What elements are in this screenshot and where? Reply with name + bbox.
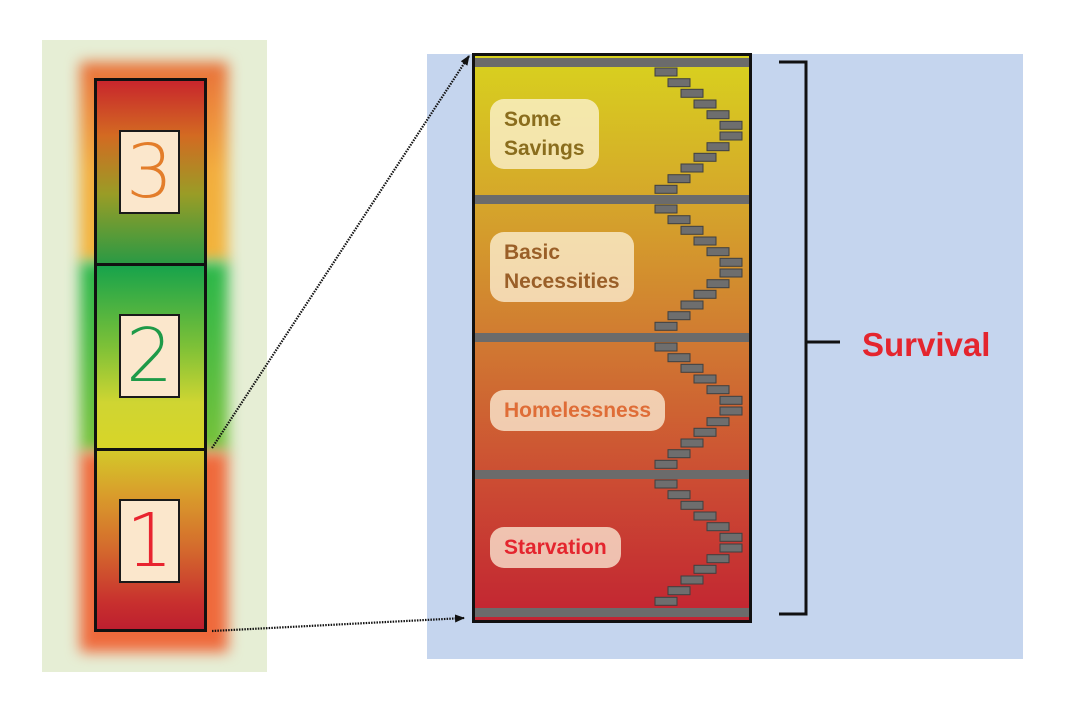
floor-label-line: Necessities xyxy=(504,270,620,293)
stair-step xyxy=(719,257,743,267)
floor-label-line: Starvation xyxy=(504,536,607,559)
floor-divider xyxy=(475,58,749,67)
stair-step xyxy=(680,438,704,448)
stair-step xyxy=(706,522,730,532)
stair-step xyxy=(680,500,704,510)
stair-step xyxy=(654,479,678,489)
zoom-arrow-top xyxy=(211,55,470,449)
floor-label-line: Some xyxy=(504,108,562,131)
stair-step xyxy=(706,417,730,427)
floor-label-basic-necessities: Basic Necessities xyxy=(490,232,634,302)
floor-label-starvation: Starvation xyxy=(490,527,621,568)
stair-step xyxy=(654,596,678,606)
stair-step xyxy=(667,215,691,225)
stair-step xyxy=(667,311,691,321)
stair-step xyxy=(654,321,678,331)
survival-bracket xyxy=(779,60,840,616)
stair-step xyxy=(680,575,704,585)
floor-divider xyxy=(475,470,749,479)
stair-step xyxy=(667,174,691,184)
stair-step xyxy=(693,236,717,246)
stair-step xyxy=(680,88,704,98)
zoom-arrow-bottom xyxy=(211,614,465,633)
stair-step xyxy=(706,247,730,257)
floor-divider xyxy=(475,195,749,204)
floor-label-line: Homelessness xyxy=(504,399,652,422)
floor-label-line: Savings xyxy=(504,137,585,160)
stair-step xyxy=(693,152,717,162)
stair-step xyxy=(654,342,678,352)
stair-step xyxy=(719,543,743,553)
level-2-digit: 2 xyxy=(119,314,180,398)
floor-label-some-savings: Some Savings xyxy=(490,99,599,169)
staircase xyxy=(654,67,743,606)
stair-step xyxy=(693,289,717,299)
stair-step xyxy=(706,385,730,395)
stair-step xyxy=(680,225,704,235)
stair-step xyxy=(693,511,717,521)
stair-step xyxy=(680,363,704,373)
stair-step xyxy=(654,459,678,469)
stair-step xyxy=(706,142,730,152)
stair-step xyxy=(667,353,691,363)
floor-label-homelessness: Homelessness xyxy=(490,390,666,431)
stair-step xyxy=(719,268,743,278)
stair-step xyxy=(654,204,678,214)
level-3-digit: 3 xyxy=(119,130,180,214)
stair-step xyxy=(719,120,743,130)
stair-step xyxy=(667,78,691,88)
survival-label: Survival xyxy=(862,326,991,363)
stair-step xyxy=(680,163,704,173)
stair-step xyxy=(654,184,678,194)
stair-step xyxy=(693,564,717,574)
stair-step xyxy=(693,99,717,109)
level-1-digit: 1 xyxy=(119,499,180,583)
stair-step xyxy=(667,490,691,500)
stair-step xyxy=(654,67,678,77)
floor-divider xyxy=(475,608,749,617)
stair-step xyxy=(667,449,691,459)
stair-step xyxy=(719,131,743,141)
stair-step xyxy=(719,395,743,405)
stair-step xyxy=(680,300,704,310)
stair-step xyxy=(667,586,691,596)
stair-step xyxy=(719,406,743,416)
stair-step xyxy=(706,110,730,120)
stair-step xyxy=(706,279,730,289)
floor-divider xyxy=(475,333,749,342)
stair-step xyxy=(693,374,717,384)
stair-step xyxy=(706,554,730,564)
stair-step xyxy=(693,427,717,437)
stair-step xyxy=(719,532,743,542)
floor-label-line: Basic xyxy=(504,241,561,264)
